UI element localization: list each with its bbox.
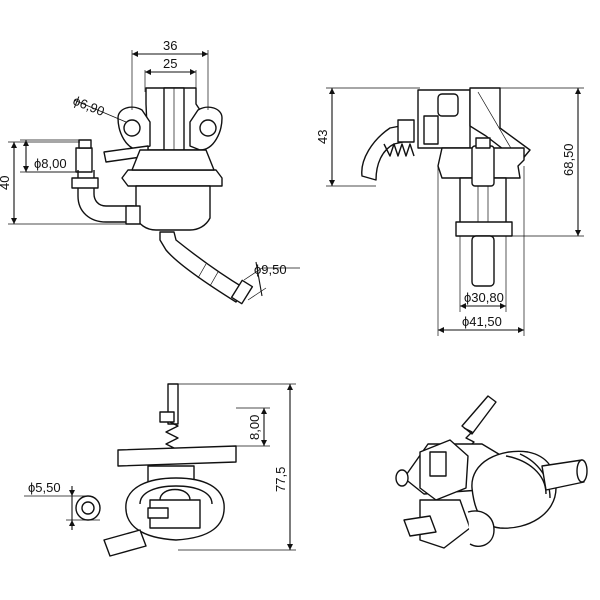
top-view: 77,5 8,00 ϕ5,50	[24, 383, 296, 557]
iso-view	[395, 395, 588, 549]
dim-body-dia: ϕ30,80	[464, 290, 504, 305]
front-view: 36 25 ϕ6,90 ϕ8,00 40 ϕ9,50	[0, 38, 300, 305]
front-dimensions: 36 25 ϕ6,90 ϕ8,00 40 ϕ9,50	[0, 38, 300, 301]
top-pump-body	[75, 383, 237, 557]
dim-right-height: 68,50	[561, 143, 576, 176]
iso-pump-body	[395, 395, 588, 549]
dim-flange-dia: ϕ41,50	[462, 314, 502, 329]
dim-width-outer: 36	[163, 38, 177, 53]
dim-width-inner: 25	[163, 56, 177, 71]
side-pump-body	[361, 87, 531, 287]
dim-nozzle: ϕ5,50	[28, 480, 61, 495]
dim-height: 40	[0, 176, 12, 190]
dim-outlet: ϕ9,50	[254, 262, 287, 277]
dim-spring: 8,00	[247, 415, 262, 440]
dim-hole: ϕ6,90	[71, 93, 107, 119]
dim-total-height: 77,5	[273, 467, 288, 492]
top-dimensions: 77,5 8,00 ϕ5,50	[24, 383, 296, 551]
side-view: 43 68,50 ϕ30,80 ϕ41,50	[315, 87, 584, 336]
dim-left-height: 43	[315, 130, 330, 144]
dim-left-nozzle: ϕ8,00	[34, 156, 67, 171]
front-pump-body	[71, 87, 254, 305]
side-dimensions: 43 68,50 ϕ30,80 ϕ41,50	[315, 87, 584, 336]
